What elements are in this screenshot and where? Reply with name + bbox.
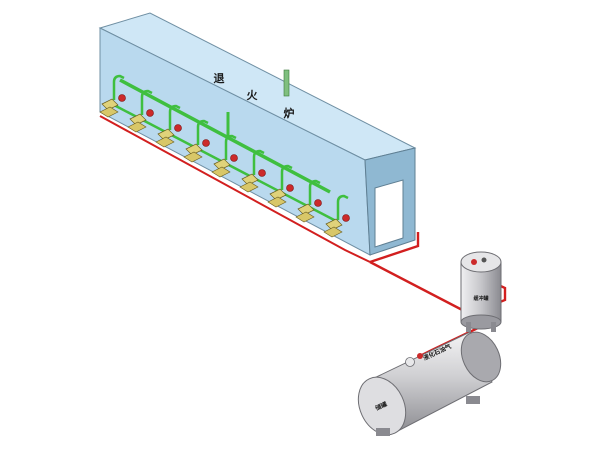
buffer-tank-leg [491,322,496,332]
burner-valve [202,139,210,147]
gas-pipe-furnace-riser [369,232,420,264]
storage-tank-rear-head [460,331,502,383]
burner-air-branch [140,89,153,98]
storage-tank-front-head [357,376,407,436]
buffer-tank-gauge [481,257,487,263]
burner-unit [99,74,126,118]
burner-valve [118,94,126,102]
burner-unit [295,179,322,223]
buffer-tank-top-cap [460,251,502,273]
burner-base [99,106,119,118]
furnace-door-opening [374,179,404,248]
burner-unit [323,194,350,238]
burner-array [99,74,350,238]
burner-base [127,121,147,133]
storage-tank-valve [417,353,423,359]
burner-head [129,113,147,126]
burner-head [325,218,343,231]
furnace: 退 火 炉 [98,12,417,256]
burner-head [269,188,287,201]
burner-valve [286,184,294,192]
air-main-pipe [119,78,331,194]
burner-head [101,98,119,111]
burner-air-branch [308,179,321,188]
burner-unit [239,149,266,193]
burner-head [185,143,203,156]
burner-unit [211,134,238,178]
buffer-tank: 缓冲罐 [460,251,502,332]
burner-base [211,166,231,178]
buffer-tank-label: 缓冲罐 [473,295,488,302]
burner-unit [183,119,210,163]
burner-air-branch [252,149,265,158]
storage-tank-saddle [376,428,390,436]
burner-valve [342,214,350,222]
burner-base [155,136,175,148]
burner-base [323,226,343,238]
burner-unit [155,104,182,148]
burner-valve [174,124,182,132]
burner-valve [230,154,238,162]
burner-air-branch [336,194,349,203]
burner-head [157,128,175,141]
burner-base [295,211,315,223]
burner-head [213,158,231,171]
burner-base [267,196,287,208]
buffer-tank-valve [471,259,477,265]
burner-air-branch [196,119,209,128]
burner-base [183,151,203,163]
burner-valve [146,109,154,117]
gas-pipe-furnace-manifold [99,115,371,263]
furnace-label-char-1: 退 [214,71,225,85]
burner-air-branch [168,104,181,113]
furnace-top-chimney [283,69,290,97]
burner-head [297,203,315,216]
burner-unit [267,164,294,208]
storage-tank: 液化石油气 储罐 [357,331,502,436]
storage-tank-gauge [405,357,415,367]
burner-valve [314,199,322,207]
burner-air-branch [280,164,293,173]
furnace-label-char-2: 火 [247,89,259,102]
burner-unit [127,89,154,133]
burner-air-branch [224,134,237,143]
burner-head [241,173,259,186]
buffer-tank-leg [466,322,471,332]
burner-valve [258,169,266,177]
burner-base [239,181,259,193]
furnace-label-char-3: 炉 [284,106,295,120]
burner-air-branch [112,74,125,83]
storage-tank-saddle [466,396,480,404]
